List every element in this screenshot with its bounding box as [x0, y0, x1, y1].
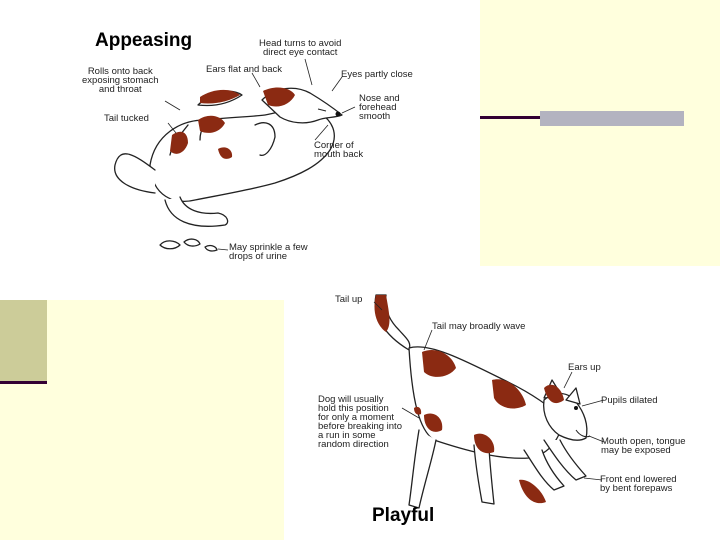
- appeasing-dog-illustration: [114, 58, 356, 252]
- olive-square: [0, 300, 47, 382]
- playful-dog-illustration: [373, 294, 605, 509]
- label-position: Dog will usually hold this position for …: [318, 394, 402, 450]
- label-nose-forehead: Nose and forehead smooth: [359, 93, 400, 122]
- label-mouth-back: Corner of mouth back: [314, 140, 364, 160]
- label-pupils: Pupils dilated: [601, 395, 658, 406]
- gray-bar: [540, 111, 684, 126]
- label-rolls-back: Rolls onto back exposing stomach and thr…: [82, 66, 159, 95]
- label-tail-wave: Tail may broadly wave: [432, 321, 526, 332]
- playful-title: Playful: [372, 505, 435, 526]
- label-tail-up: Tail up: [335, 294, 363, 305]
- dark-rule-left: [0, 381, 47, 384]
- label-ears-flat: Ears flat and back: [206, 64, 283, 75]
- label-ears-up: Ears up: [568, 362, 601, 373]
- label-front-end: Front end lowered by bent forepaws: [600, 474, 677, 494]
- label-eyes-close: Eyes partly close: [341, 69, 413, 80]
- cream-block-bottom-left: [0, 300, 284, 540]
- label-urine: May sprinkle a few drops of urine: [229, 242, 308, 262]
- label-head-turns: Head turns to avoid direct eye contact: [259, 38, 342, 58]
- appeasing-title: Appeasing: [95, 30, 193, 51]
- label-mouth-open: Mouth open, tongue may be exposed: [601, 436, 686, 456]
- label-tail-tucked: Tail tucked: [104, 113, 149, 124]
- cream-block-top-right: [480, 0, 720, 266]
